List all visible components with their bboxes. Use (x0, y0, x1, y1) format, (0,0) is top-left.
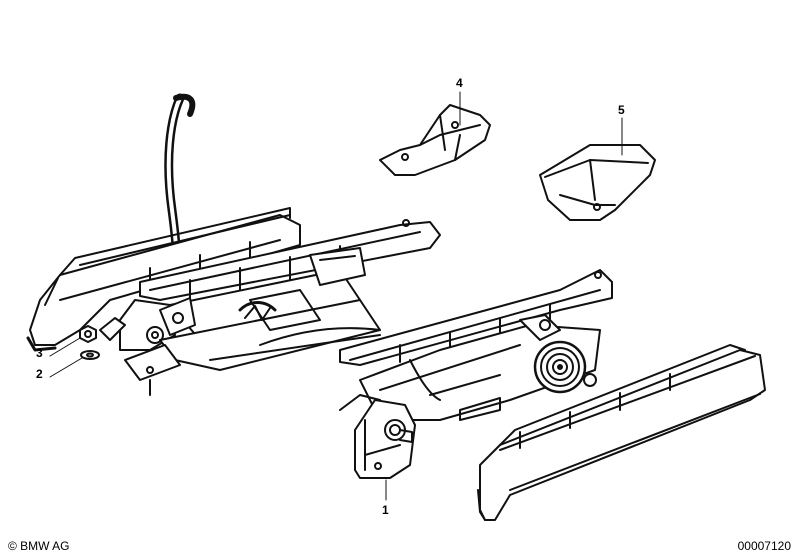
callout-4: 4 (456, 76, 463, 90)
recliner-spring (533, 340, 597, 394)
side-pivot-bracket (339, 394, 416, 479)
leader-lines (49, 91, 623, 501)
front-cross-bar (339, 269, 613, 366)
callout-5: 5 (618, 103, 625, 117)
washer-part-2 (80, 350, 100, 360)
copyright-label: © BMW AG (8, 539, 70, 553)
right-seat-rail (477, 344, 766, 521)
callout-2: 2 (36, 367, 43, 381)
trim-cover-part-5 (539, 144, 656, 221)
callout-3: 3 (36, 346, 43, 360)
front-pivot-left (99, 297, 196, 341)
small-bracket-part-4 (379, 104, 491, 176)
diagram-number: 00007120 (737, 539, 791, 553)
main-frame (119, 247, 381, 396)
callout-1: 1 (382, 503, 389, 517)
nut-part-3 (79, 325, 97, 343)
rear-cross-bar (139, 219, 441, 301)
